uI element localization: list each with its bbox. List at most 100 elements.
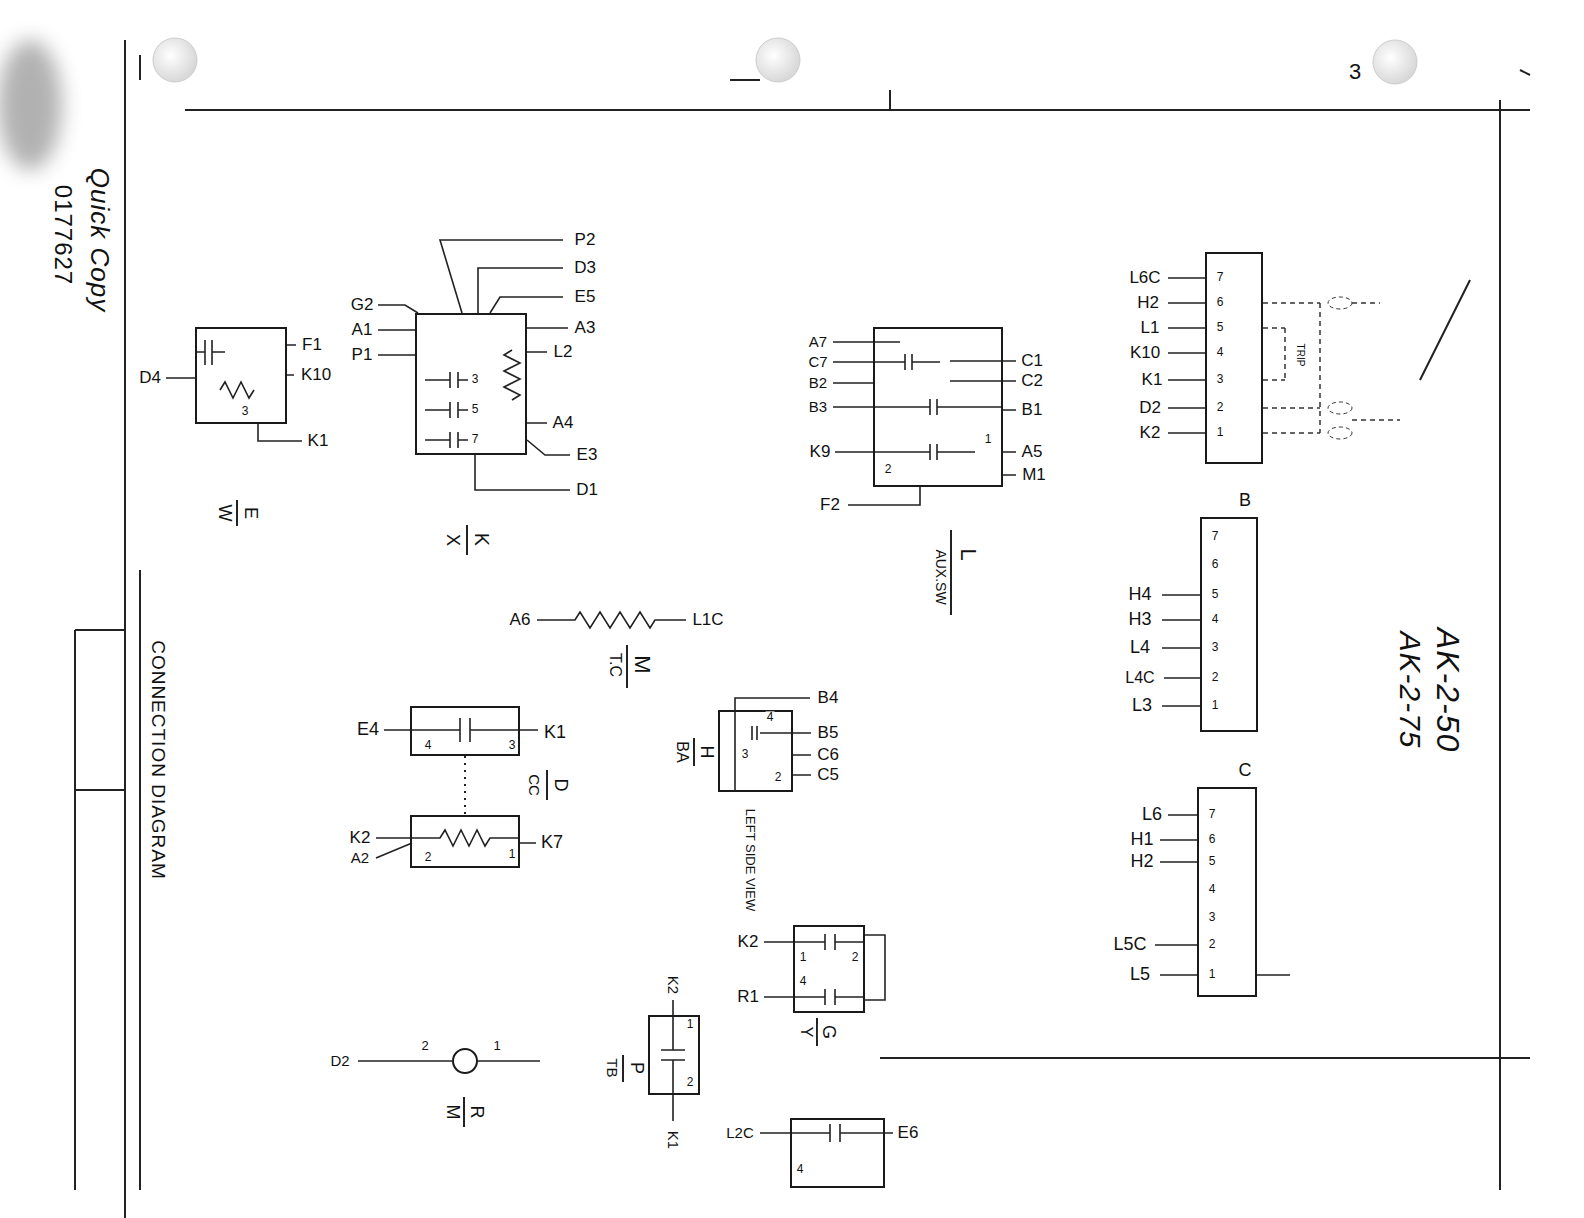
wire-label: G2: [350, 296, 375, 315]
wire-label: L4: [1129, 638, 1151, 658]
wire-label: E6: [897, 1124, 920, 1143]
trip-coil: [1328, 402, 1352, 414]
pin-number: 2: [774, 771, 783, 784]
wire-label: D4: [138, 369, 162, 388]
component-box: KX357: [415, 313, 527, 455]
wire-label: A7: [808, 334, 828, 351]
wire-label: R1: [736, 988, 760, 1007]
component-box: GY124: [793, 925, 865, 1013]
wire-label: D2: [1138, 399, 1162, 418]
component-heading: Y: [797, 1026, 815, 1039]
wire-label: D3: [573, 259, 597, 278]
wire-label: L6C: [1128, 269, 1161, 288]
component-heading: B: [1238, 491, 1252, 511]
wire-label: A2: [350, 850, 370, 867]
wire-label: P1: [351, 346, 374, 365]
wire-label: D1: [575, 481, 599, 500]
wire-label: L5C: [1112, 935, 1147, 955]
pin-number: 2: [1208, 938, 1217, 951]
pin-number: 3: [508, 739, 517, 752]
component-heading: CC: [526, 773, 543, 797]
pin-number: 3: [741, 748, 750, 761]
pin-number: 4: [1208, 883, 1217, 896]
wire-label: E5: [574, 288, 597, 307]
pin-number: 4: [766, 711, 775, 724]
component-heading: E: [240, 506, 260, 520]
fraction-bars: [237, 500, 951, 1127]
component-box: 7654321: [1205, 252, 1263, 464]
pin-number: 2: [1211, 671, 1220, 684]
wire-label: L1: [1140, 319, 1161, 338]
wire-label: K10: [300, 366, 332, 385]
wire-label: E3: [576, 446, 599, 465]
wire-label: H4: [1127, 585, 1152, 605]
rotated-label: TRIP: [1295, 343, 1306, 368]
wire-label: F2: [819, 496, 841, 515]
wire-label: B1: [1021, 401, 1044, 420]
pin-number: 6: [1211, 558, 1220, 571]
wire-label: B4: [817, 689, 840, 708]
wire-label: K2: [349, 829, 372, 848]
pin-number: 2: [424, 851, 433, 864]
component-heading: H: [696, 745, 716, 760]
rotated-label: CONNECTION DIAGRAM: [148, 639, 169, 881]
component-box: DCC43: [410, 706, 520, 756]
wire-label: 1: [492, 1039, 501, 1053]
wire-label: K10: [1129, 344, 1161, 363]
motor-circle: RM: [452, 1048, 478, 1074]
handwritten-note: Quick Copy: [86, 167, 115, 313]
pin-number: 1: [1211, 699, 1220, 712]
pin-number: 7: [1211, 530, 1220, 543]
pin-number: 3: [1216, 373, 1225, 386]
component-heading: P: [626, 1061, 646, 1075]
trip-coil: [1328, 297, 1352, 309]
wire-label: H2: [1129, 852, 1154, 872]
wire-label: L5: [1129, 965, 1151, 985]
pin-number: 7: [471, 433, 480, 446]
component-heading: TB: [604, 1057, 621, 1078]
pin-number: 5: [1211, 588, 1220, 601]
scan-smudge: [0, 40, 62, 170]
wire-label: A6: [509, 611, 532, 630]
pin-number: 5: [1208, 855, 1217, 868]
rotated-label: M: [630, 654, 654, 675]
component-box: 4: [790, 1118, 885, 1188]
component-heading: X: [442, 533, 462, 547]
rotated-label: T.C: [606, 652, 624, 678]
trip-coil: [1328, 427, 1352, 439]
wire-label: K7: [540, 833, 564, 853]
pin-number: 1: [508, 848, 517, 861]
pin-number: 6: [1208, 833, 1217, 846]
component-box: C7654321: [1197, 787, 1257, 997]
rotated-label: K1: [665, 1130, 682, 1150]
wire-label: K1: [543, 723, 567, 743]
handwritten-note: AK-2-75: [1394, 630, 1427, 749]
wire-label: E4: [356, 720, 380, 740]
wire-label: K1: [1141, 371, 1164, 390]
wire-label: H3: [1127, 610, 1152, 630]
component-box: B7654321: [1200, 517, 1258, 732]
pin-number: 2: [851, 951, 860, 964]
component-box: LAUX.SW12: [873, 327, 1003, 487]
pin-number: 2: [884, 463, 893, 476]
sheet-frame: [75, 40, 1530, 1218]
rotated-label: K2: [665, 975, 682, 995]
wire-label: 3: [1348, 60, 1362, 84]
wire-label: F1: [301, 336, 323, 355]
component-box: HBA432: [718, 710, 793, 792]
pin-number: 2: [1216, 401, 1225, 414]
pin-number: 1: [799, 951, 808, 964]
wire-label: K2: [737, 933, 760, 952]
punch-hole: [756, 38, 800, 82]
wire-label: K2: [1139, 424, 1162, 443]
component-heading: L: [956, 547, 980, 562]
component-heading: M: [442, 1104, 462, 1121]
component-heading: C: [1238, 761, 1253, 781]
wire-label: H1: [1129, 830, 1154, 850]
component-heading: AUX.SW: [932, 548, 947, 605]
wire-label: K1: [307, 432, 330, 451]
pin-number: 1: [1208, 968, 1217, 981]
pin-number: 5: [471, 403, 480, 416]
pin-number: 7: [1208, 808, 1217, 821]
